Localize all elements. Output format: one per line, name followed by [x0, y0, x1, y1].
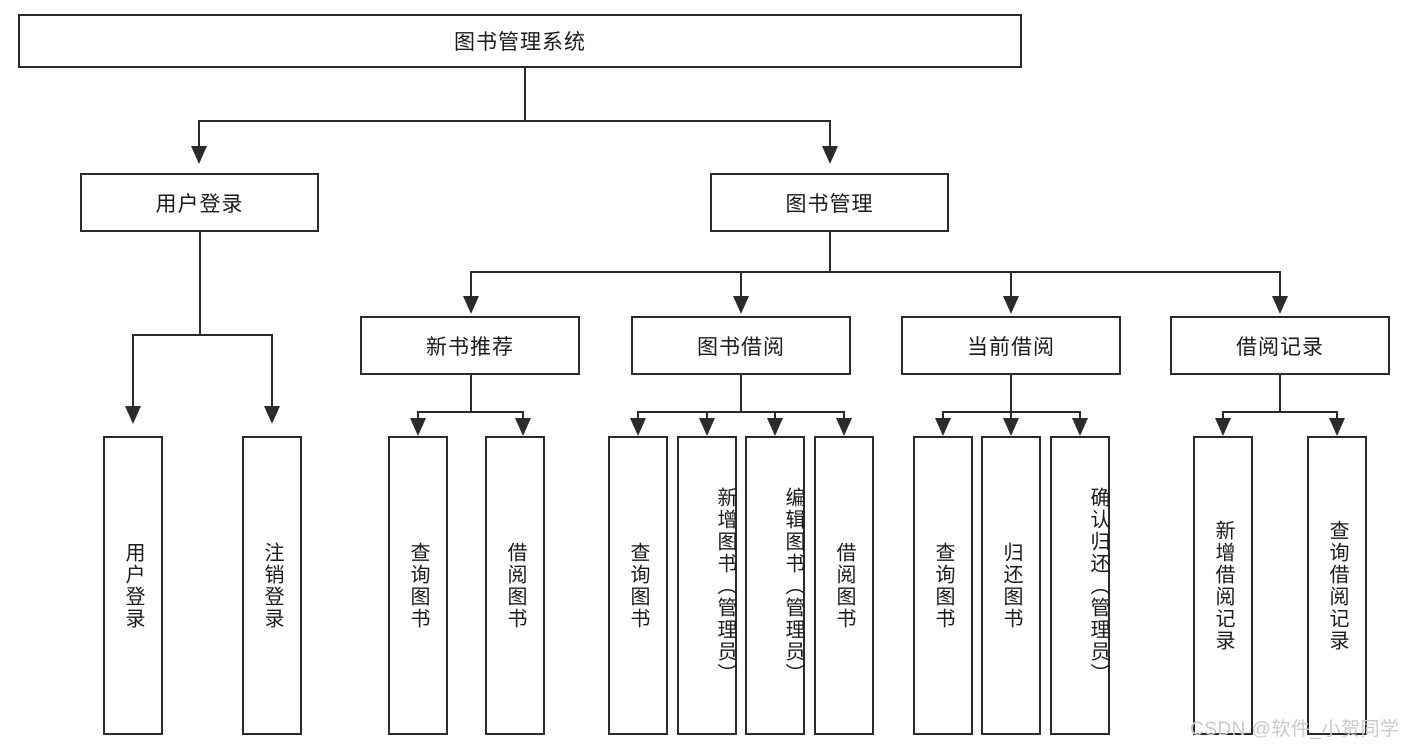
connector-bb-drop-1: [637, 411, 639, 419]
arrow-cb-leaf-2: [1003, 418, 1019, 436]
node-root-system[interactable]: 图书管理系统: [18, 14, 1022, 68]
leaf-bb-add-book-admin[interactable]: 新增图书（管理员）: [677, 436, 737, 735]
node-label: 新增图书（管理员）: [714, 486, 736, 685]
arrow-br-leaf-1: [1215, 418, 1231, 436]
node-label: 查询借阅记录: [1326, 519, 1348, 652]
node-label: 借阅记录: [1236, 335, 1324, 359]
node-book-manage[interactable]: 图书管理: [710, 173, 949, 232]
leaf-br-add-record[interactable]: 新增借阅记录: [1193, 436, 1253, 735]
arrow-to-borrow-record: [1272, 296, 1288, 314]
connector-nbr-bus: [417, 411, 523, 413]
connector-level3-drop-4: [1279, 271, 1281, 296]
node-label: 新书推荐: [426, 335, 514, 359]
arrow-bb-leaf-4: [836, 418, 852, 436]
node-label: 查询图书: [627, 541, 649, 630]
connector-level3-drop-1: [470, 271, 472, 296]
arrow-to-user-login: [191, 146, 207, 164]
connector-root-drop-right: [829, 120, 831, 146]
leaf-cb-confirm-return-admin[interactable]: 确认归还（管理员）: [1050, 436, 1110, 735]
arrow-to-current-borrow: [1003, 296, 1019, 314]
leaf-logout[interactable]: 注销登录: [242, 436, 302, 735]
node-label: 图书管理: [785, 192, 874, 216]
connector-level3-drop-3: [1010, 271, 1012, 296]
connector-cb-drop-2: [1010, 411, 1012, 419]
arrow-nbr-leaf-1: [410, 418, 426, 436]
watermark-text: CSDN @软件_小贺同学: [1190, 719, 1400, 740]
leaf-nbr-borrow-book[interactable]: 借阅图书: [485, 436, 545, 735]
leaf-cb-return-book[interactable]: 归还图书: [981, 436, 1041, 735]
node-label: 图书借阅: [697, 335, 785, 359]
connector-br-bus: [1222, 411, 1337, 413]
connector-nbr-drop-2: [522, 411, 524, 419]
arrow-cb-leaf-1: [935, 418, 951, 436]
arrow-br-leaf-2: [1329, 418, 1345, 436]
node-book-borrow[interactable]: 图书借阅: [631, 316, 851, 375]
connector-br-stem: [1279, 375, 1281, 412]
arrow-to-leaf-user-login: [125, 406, 141, 424]
arrow-nbr-leaf-2: [515, 418, 531, 436]
connector-level3-drop-2: [740, 271, 742, 296]
node-label: 注销登录: [261, 541, 283, 630]
connector-user-login-drop-1: [132, 334, 134, 406]
connector-root-drop-left: [198, 120, 200, 146]
node-label: 编辑图书（管理员）: [782, 486, 804, 685]
node-label: 借阅图书: [504, 541, 526, 630]
node-label: 当前借阅: [967, 335, 1055, 359]
connector-bb-drop-4: [843, 411, 845, 419]
node-borrow-record[interactable]: 借阅记录: [1170, 316, 1390, 375]
arrow-to-leaf-logout: [264, 406, 280, 424]
leaf-bb-edit-book-admin[interactable]: 编辑图书（管理员）: [745, 436, 805, 735]
leaf-bb-borrow-book[interactable]: 借阅图书: [814, 436, 874, 735]
connector-bb-drop-3: [774, 411, 776, 419]
connector-level3-bus: [470, 271, 1280, 273]
node-current-borrow[interactable]: 当前借阅: [901, 316, 1121, 375]
arrow-bb-leaf-3: [767, 418, 783, 436]
node-label: 用户登录: [122, 541, 144, 630]
arrow-to-book-manage: [822, 146, 838, 164]
connector-br-drop-1: [1222, 411, 1224, 419]
leaf-cb-query-book[interactable]: 查询图书: [913, 436, 973, 735]
node-label: 借阅图书: [833, 541, 855, 630]
connector-br-drop-2: [1336, 411, 1338, 419]
node-new-book-recommend[interactable]: 新书推荐: [360, 316, 580, 375]
node-label: 查询图书: [407, 541, 429, 630]
connector-book-manage-stem: [829, 232, 831, 272]
connector-bb-stem: [740, 375, 742, 412]
arrow-cb-leaf-3: [1072, 418, 1088, 436]
leaf-br-query-record[interactable]: 查询借阅记录: [1307, 436, 1367, 735]
node-label: 查询图书: [932, 541, 954, 630]
connector-user-login-stem: [199, 232, 201, 335]
leaf-nbr-query-book[interactable]: 查询图书: [388, 436, 448, 735]
node-label: 确认归还（管理员）: [1087, 486, 1109, 685]
connector-nbr-drop-1: [417, 411, 419, 419]
connector-cb-drop-1: [942, 411, 944, 419]
node-label: 新增借阅记录: [1212, 519, 1234, 652]
node-label: 用户登录: [155, 192, 244, 216]
connector-user-login-drop-2: [271, 334, 273, 406]
leaf-bb-query-book[interactable]: 查询图书: [608, 436, 668, 735]
leaf-user-login[interactable]: 用户登录: [103, 436, 163, 735]
connector-bb-bus: [637, 411, 844, 413]
arrow-bb-leaf-1: [630, 418, 646, 436]
arrow-bb-leaf-2: [699, 418, 715, 436]
connector-root-bus: [198, 120, 831, 122]
connector-root-stem: [524, 68, 526, 121]
connector-nbr-stem: [470, 375, 472, 412]
node-label: 归还图书: [1000, 541, 1022, 630]
connector-cb-stem: [1010, 375, 1012, 412]
connector-bb-drop-2: [706, 411, 708, 419]
node-label: 图书管理系统: [454, 31, 586, 54]
arrow-to-book-borrow: [733, 296, 749, 314]
connector-user-login-bus: [132, 334, 272, 336]
arrow-to-new-book-recommend: [463, 296, 479, 314]
connector-cb-drop-3: [1079, 411, 1081, 419]
node-user-login[interactable]: 用户登录: [80, 173, 319, 232]
